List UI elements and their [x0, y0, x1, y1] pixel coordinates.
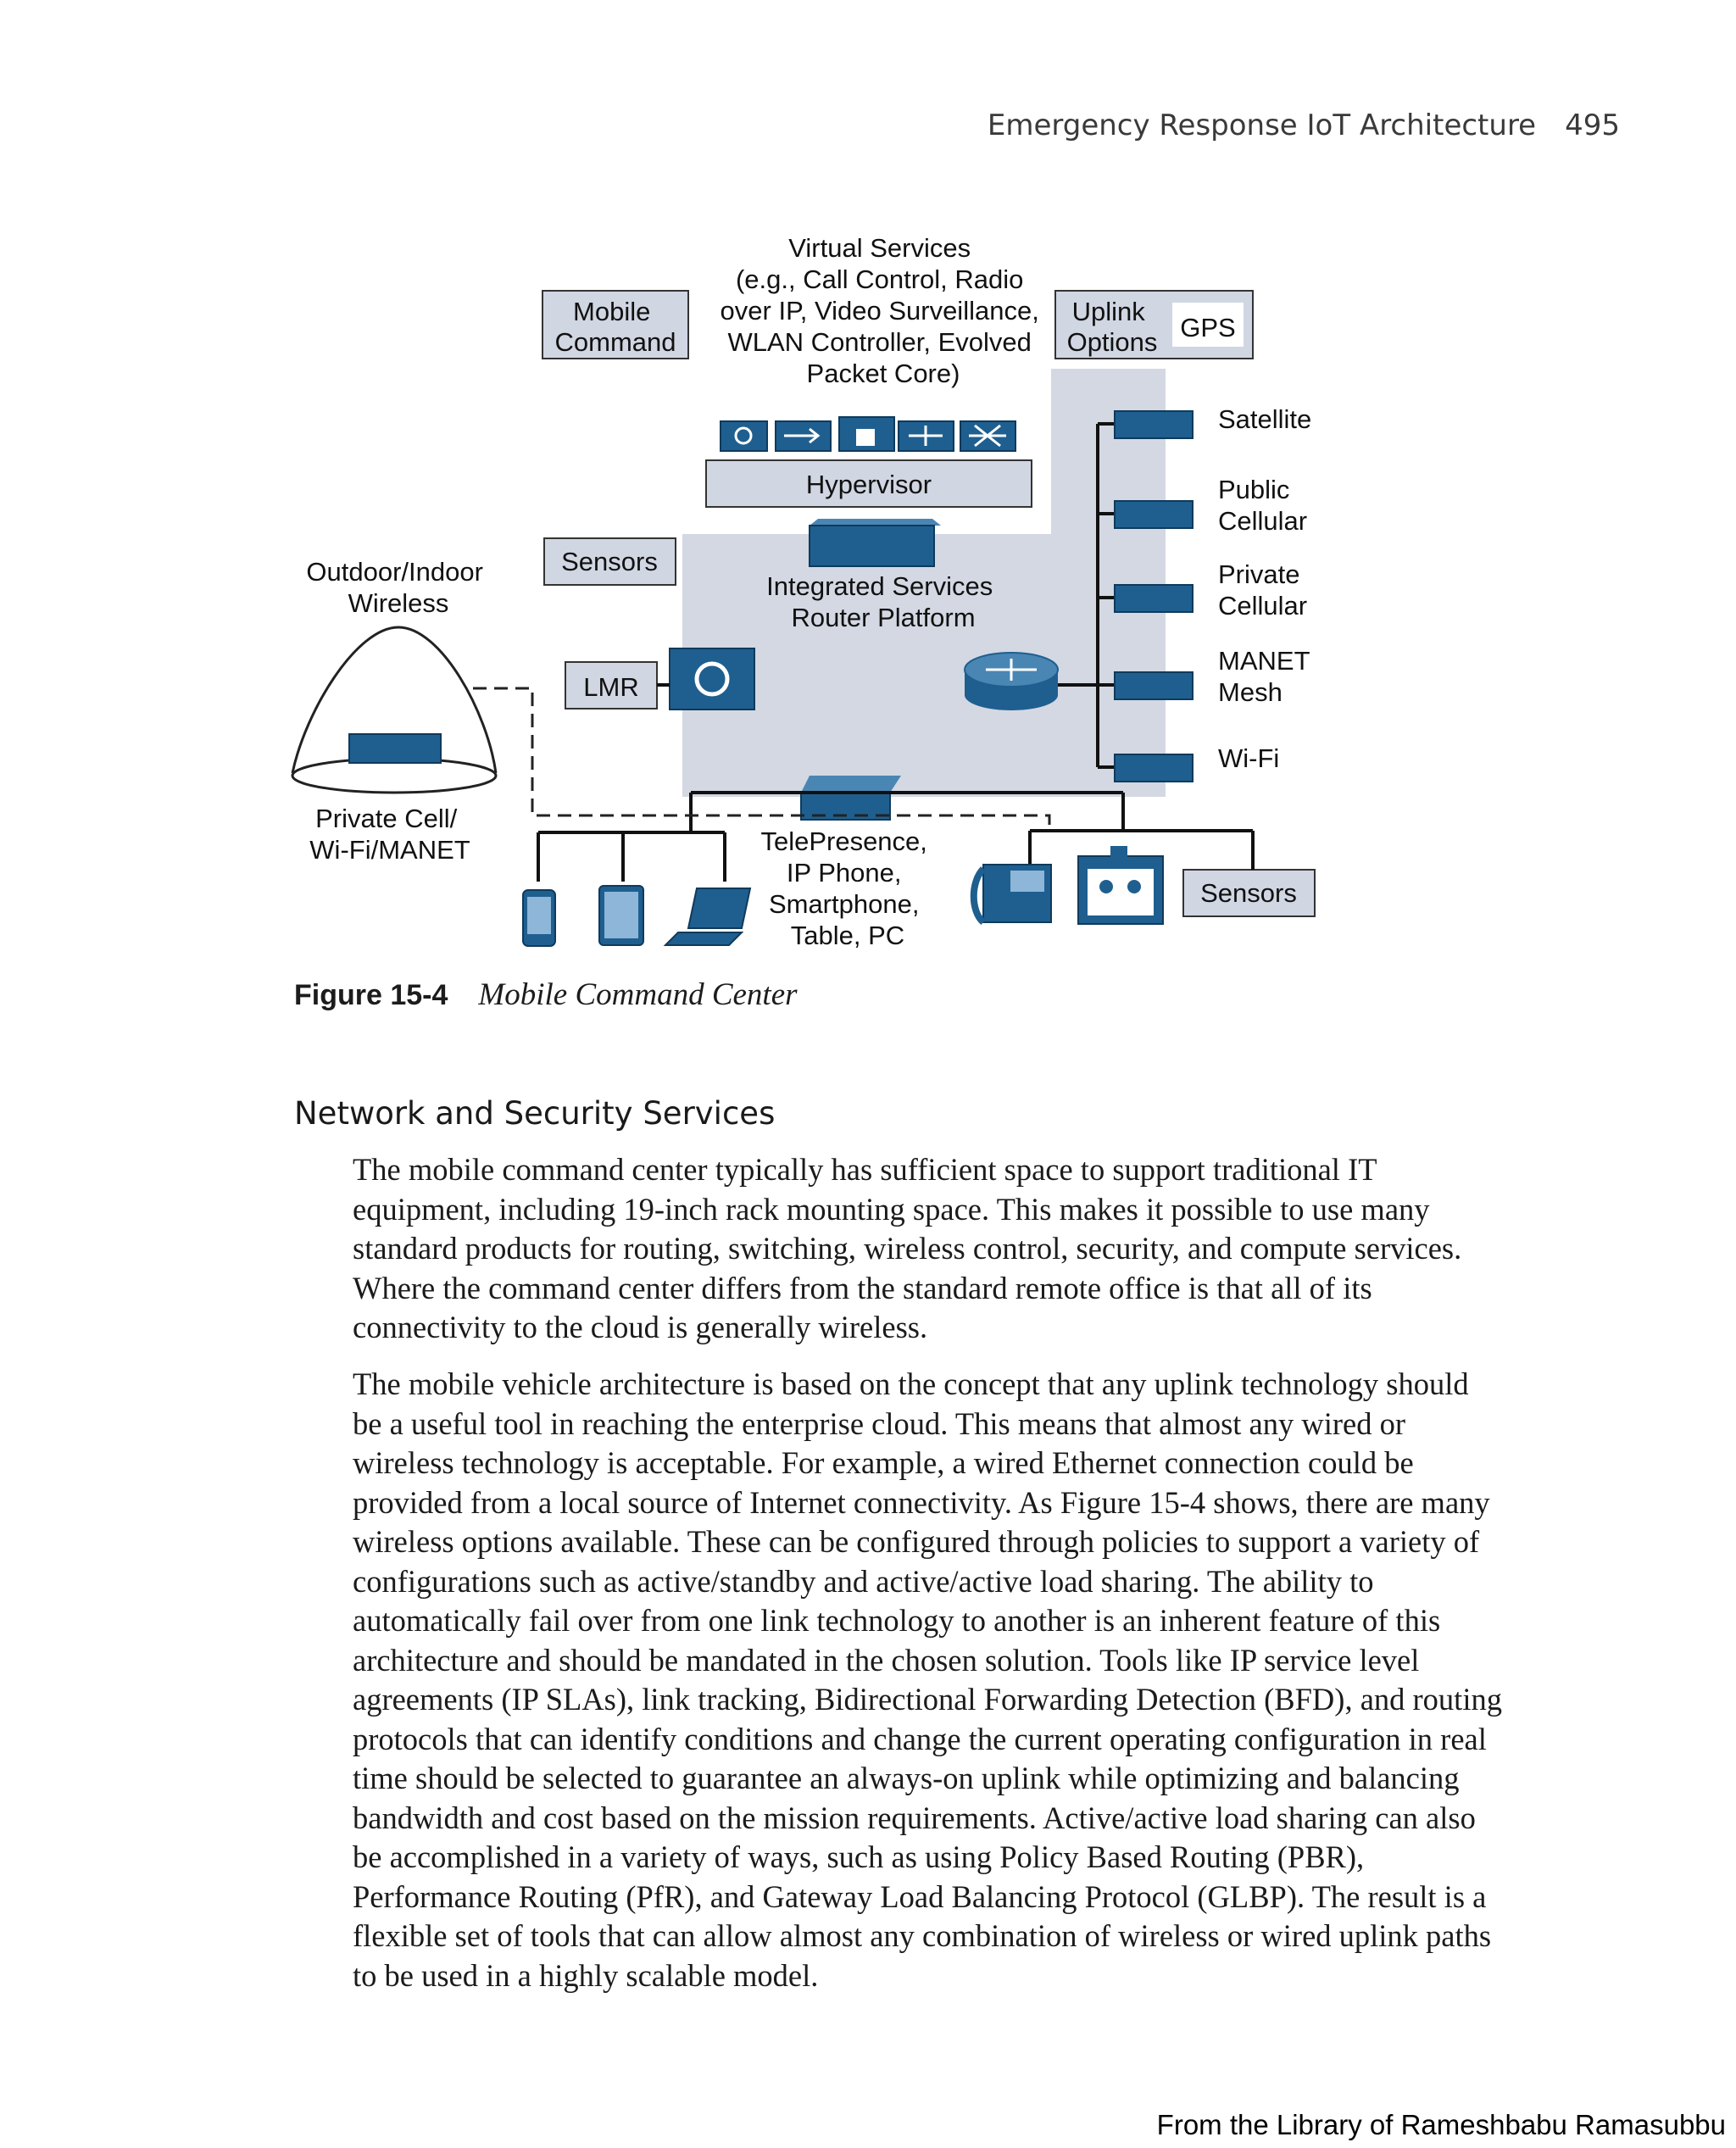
label-uplink-public-cellular: Public Cellular — [1218, 475, 1307, 536]
mobile-command-box — [542, 290, 689, 359]
section-heading: Network and Security Services — [294, 1095, 776, 1132]
dome-gateway-icon — [348, 733, 442, 764]
wireless-gateway-icon — [1114, 671, 1194, 700]
telepresence-screen — [1088, 869, 1154, 915]
label-isr: Integrated Services Router Platform — [766, 571, 1000, 632]
ip-phone-icon — [970, 864, 1052, 926]
vs-glyph-2 — [784, 427, 821, 444]
vs-glyph-5 — [969, 424, 1006, 448]
label-uplink-wifi: Wi-Fi — [1218, 743, 1279, 773]
telepresence-person-1 — [1099, 880, 1113, 893]
router-bottom — [965, 680, 1058, 710]
label-outdoor-wireless: Outdoor/Indoor Wireless — [306, 557, 490, 618]
label-uplink-satellite: Satellite — [1218, 404, 1311, 434]
wireless-gateway-icon — [1114, 500, 1194, 529]
sensors-top-box — [543, 537, 676, 586]
virtual-service-icons — [720, 416, 1016, 452]
telepresence-camera — [1110, 846, 1127, 858]
smartphone-screen — [527, 897, 551, 934]
diagram-labels: Virtual Services (e.g., Call Control, Ra… — [306, 233, 1317, 950]
vs-glyph-4 — [909, 426, 943, 446]
server-icon-front — [809, 525, 935, 567]
label-uplink-options: Uplink Options — [1067, 297, 1158, 357]
switch-icon — [800, 776, 901, 821]
body-paragraph-1: The mobile command center typically has … — [353, 1152, 1462, 1344]
label-sensors-bottom: Sensors — [1200, 878, 1297, 908]
label-mobile-command: Mobile Command — [555, 297, 676, 357]
body-paragraph-2: The mobile vehicle architecture is based… — [353, 1366, 1502, 1993]
radio-gateway-glyph — [694, 661, 730, 697]
label-uplink-manet-mesh: MANET Mesh — [1218, 646, 1317, 707]
telepresence-icon — [1077, 846, 1164, 925]
label-virtual-services: Virtual Services (e.g., Call Control, Ra… — [721, 233, 1047, 388]
label-uplink-private-cellular: Private Cellular — [1218, 559, 1307, 620]
label-private-cell: Private Cell/ Wi-Fi/MANET — [309, 804, 470, 865]
radio-gateway-icon — [669, 648, 755, 710]
lmr-box — [565, 661, 658, 710]
telepresence-person-2 — [1127, 880, 1141, 893]
wireless-dashed-link — [452, 687, 1051, 826]
sensors-bottom-box — [1182, 869, 1316, 917]
gps-box — [1172, 303, 1244, 347]
server-icon — [809, 519, 941, 567]
vs-glyph-1 — [734, 426, 753, 445]
figure-number: Figure 15-4 — [294, 979, 448, 1011]
mobile-command-center-diagram: Virtual Services (e.g., Call Control, Ra… — [291, 233, 1317, 950]
wireless-gateway-icon — [1114, 754, 1194, 782]
hypervisor-box — [705, 459, 1032, 508]
ip-phone-screen — [1010, 871, 1044, 892]
server-icon-top — [810, 519, 941, 526]
uplink-devices — [1098, 410, 1194, 782]
router-icon — [964, 652, 1059, 710]
radio-gateway-body — [669, 648, 755, 710]
smartphone-icon — [522, 889, 556, 947]
label-telepresence: TelePresence, IP Phone, Smartphone, Tabl… — [760, 826, 934, 950]
figure-title: Mobile Command Center — [478, 977, 798, 1012]
tablet-screen — [604, 892, 638, 938]
running-header: Emergency Response IoT Architecture 495 — [988, 109, 1620, 142]
vs-icon-1 — [720, 420, 768, 452]
laptop-screen — [687, 888, 752, 929]
figure-caption: Figure 15-4 Mobile Command Center — [294, 977, 798, 1013]
library-footer: From the Library of Rameshbabu Ramasubbu — [1156, 2109, 1726, 2140]
label-sensors-top: Sensors — [561, 547, 658, 576]
switch-top — [801, 776, 901, 793]
wireless-gateway-icon — [1114, 584, 1194, 613]
wireless-gateway-icon — [1114, 410, 1194, 439]
label-lmr: LMR — [583, 672, 638, 702]
running-title: Emergency Response IoT Architecture — [987, 109, 1537, 142]
laptop-icon — [663, 888, 752, 946]
vs-glyph-3 — [856, 429, 875, 446]
coverage-dome — [291, 626, 498, 774]
page-number: 495 — [1565, 109, 1620, 142]
label-hypervisor: Hypervisor — [806, 470, 932, 499]
router-arrows — [986, 659, 1037, 681]
ip-phone-handset — [970, 866, 987, 926]
label-gps: GPS — [1180, 313, 1235, 342]
tablet-icon — [598, 885, 644, 946]
laptop-base — [663, 932, 744, 946]
